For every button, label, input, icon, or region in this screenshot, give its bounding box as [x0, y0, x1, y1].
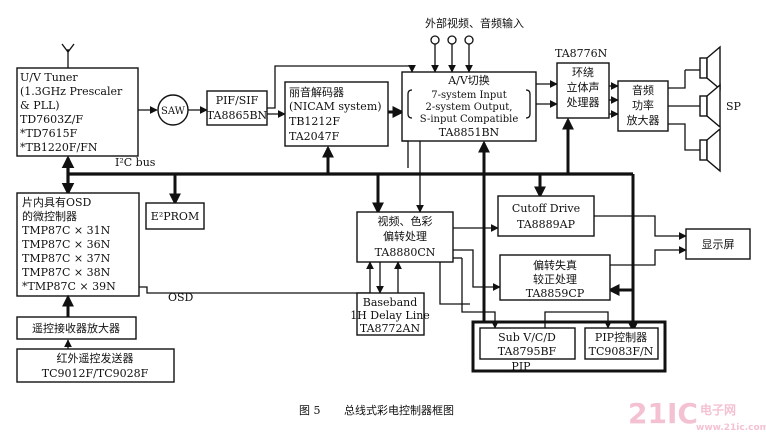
- ir-transmitter-box: [16, 348, 175, 383]
- amp-line: 功率: [632, 98, 654, 112]
- tuner-box: [16, 67, 139, 157]
- pif-sif-box: [206, 90, 268, 126]
- pip-label: PIP: [511, 360, 531, 373]
- cutoff-label: Cutoff Drive: [512, 202, 580, 215]
- av-spec: S-input Compatible: [420, 114, 519, 125]
- baseband-line: Baseband: [363, 296, 418, 309]
- svg-text:www.21ic.com: www.21ic.com: [696, 423, 766, 433]
- nicam-chip: TB1212F: [289, 115, 340, 128]
- av-spec: 2-system Output,: [426, 102, 513, 113]
- amp-line: 音频: [632, 83, 654, 97]
- figure-caption: 总线式彩电控制器框图: [344, 403, 454, 417]
- tuner-line: U/V Tuner: [20, 71, 78, 84]
- svg-text:电子网: 电子网: [700, 402, 736, 417]
- av-switch-box: [401, 71, 537, 142]
- tuner-line: (1.3GHz Prescaler: [20, 85, 123, 98]
- surround-line: 立体声: [567, 80, 600, 94]
- av-chip: TA8851BN: [439, 126, 500, 139]
- cutoff-drive-box: [497, 195, 595, 237]
- ir-chip: TC9012F/TC9028F: [42, 367, 149, 380]
- antenna-icon: [61, 43, 75, 68]
- osd-label: OSD: [168, 291, 194, 304]
- tuner-line: TD7603Z/F: [20, 113, 83, 126]
- mcu-line: *TMP87C × 39N: [22, 280, 116, 293]
- mcu-line: TMP87C × 38N: [22, 266, 111, 279]
- pip-ctrl-chip: TC9083F/N: [589, 345, 654, 358]
- display-label: 显示屏: [702, 238, 735, 251]
- eprom-box: [145, 202, 205, 230]
- speaker-icon: [668, 123, 721, 173]
- baseband-line: 1H Delay Line: [350, 309, 430, 322]
- figure-number: 图 5: [299, 404, 321, 417]
- mcu-line: 片内具有OSD: [22, 195, 92, 209]
- ir-title: 红外遥控发送器: [57, 351, 134, 365]
- pif-label: PIF/SIF: [216, 94, 259, 107]
- deflect-chip: TA8859CP: [526, 287, 585, 300]
- video-line: 偏转处理: [383, 229, 427, 243]
- input-jacks: [430, 35, 474, 73]
- pip-controller-box: [584, 327, 659, 360]
- video-processor-box: [356, 211, 454, 263]
- av-spec: 7-system Input: [431, 90, 507, 101]
- mcu-line: 的微控制器: [22, 209, 77, 223]
- saw-label: SAW: [161, 106, 186, 117]
- surround-line: 处理器: [567, 96, 600, 109]
- surround-chip: TA8776N: [555, 47, 608, 60]
- deflect-line: 偏转失真: [533, 258, 577, 272]
- speaker-icon: [668, 83, 721, 129]
- nicam-decoder-box: [284, 81, 389, 147]
- audio-amp-box: [617, 80, 669, 132]
- deflection-correction-box: [499, 254, 611, 301]
- i2c-bus-label: I²C bus: [115, 156, 156, 169]
- mcu-line: TMP87C × 36N: [22, 238, 111, 251]
- eprom-label: E²PROM: [151, 210, 199, 223]
- amp-line: 放大器: [627, 113, 660, 127]
- watermark-logo: 21IC 电子网 www.21ic.com: [628, 397, 766, 433]
- pip-frame: [471, 320, 667, 373]
- deflect-line: 较正处理: [533, 272, 577, 286]
- cutoff-chip: TA8889AP: [517, 218, 576, 231]
- remote-amp-box: [16, 316, 137, 340]
- remote-amp-label: 遥控接收器放大器: [32, 321, 120, 335]
- mcu-box: [16, 192, 140, 297]
- svg-text:21IC: 21IC: [628, 397, 698, 430]
- speaker-icon: [668, 45, 721, 91]
- av-title: A/V切换: [447, 73, 490, 87]
- mcu-line: TMP87C × 31N: [22, 224, 111, 237]
- video-line: 视频、色彩: [378, 214, 433, 228]
- pif-chip: TA8865BN: [207, 109, 268, 122]
- external-input-label: 外部视频、音频输入: [425, 16, 524, 30]
- tuner-line: *TB1220F/FN: [20, 141, 98, 154]
- pip-ctrl-line: PIP控制器: [595, 330, 647, 344]
- baseband-chip: TA8772AN: [360, 322, 421, 335]
- sub-vcd-box: [479, 327, 576, 360]
- subvcd-chip: TA8795BF: [498, 345, 557, 358]
- tuner-line: & PLL): [20, 99, 60, 112]
- nicam-chip: TA2047F: [289, 130, 340, 143]
- subvcd-line: Sub V/C/D: [498, 331, 556, 344]
- display-box: [685, 228, 751, 260]
- nicam-title: 丽音解码器: [289, 85, 344, 99]
- nicam-system: (NICAM system): [289, 100, 382, 113]
- mcu-line: TMP87C × 37N: [22, 252, 111, 265]
- video-chip: TA8880CN: [375, 246, 436, 259]
- surround-processor-box: [556, 62, 610, 119]
- surround-line: 环绕: [572, 66, 594, 79]
- tuner-line: *TD7615F: [20, 127, 78, 140]
- speaker-label: SP: [726, 100, 742, 113]
- baseband-box: [356, 292, 425, 336]
